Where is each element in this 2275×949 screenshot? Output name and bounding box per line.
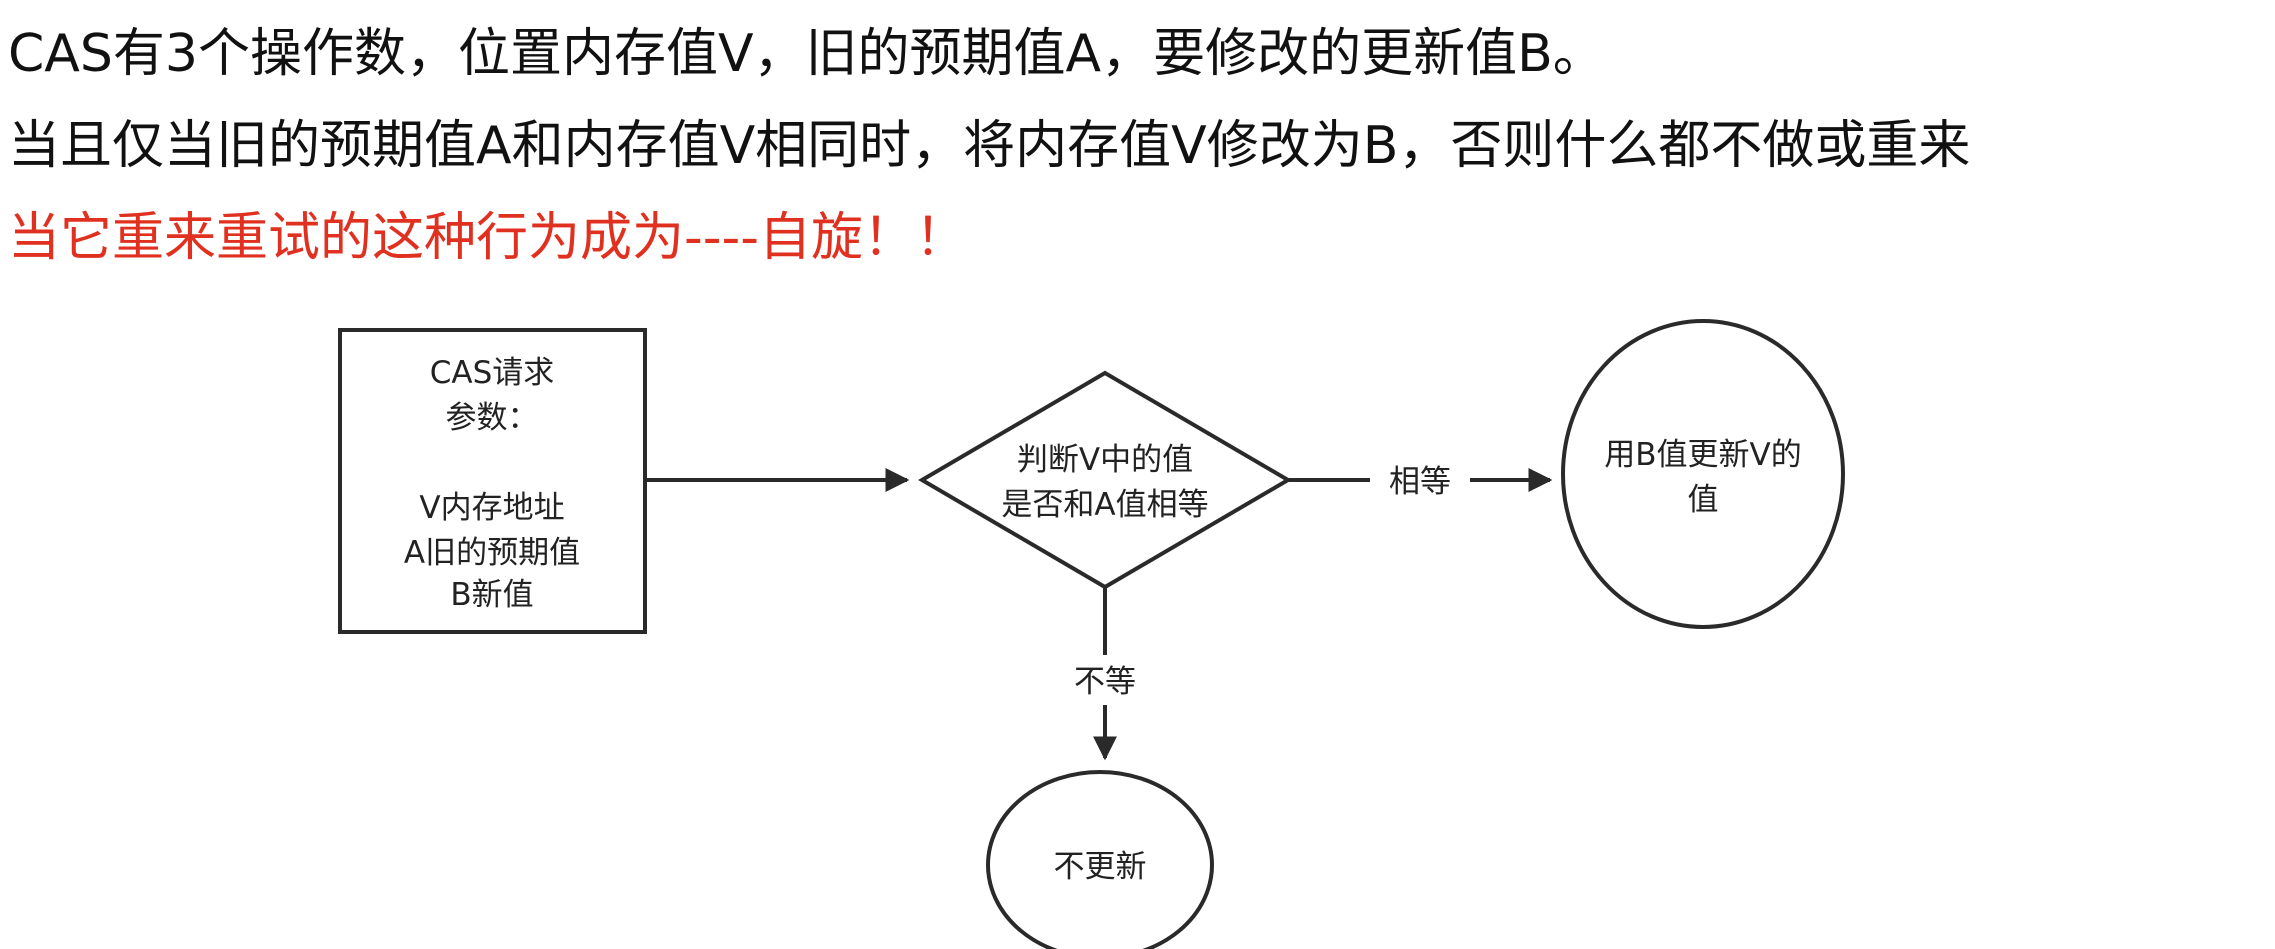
edge-equal-label: 相等 bbox=[1389, 464, 1451, 500]
request-params-line-4: V内存地址 bbox=[419, 490, 564, 526]
edge-not-equal-label: 不等 bbox=[1074, 664, 1136, 700]
request-params-line-6: B新值 bbox=[450, 577, 533, 613]
request-params-node: CAS请求 参数： V内存地址 A旧的预期值 B新值 bbox=[338, 328, 647, 634]
decision-node: 判断V中的值 是否和A值相等 bbox=[918, 370, 1292, 590]
update-node: 用B值更新V的 值 bbox=[1561, 319, 1845, 629]
request-params-line-5: A旧的预期值 bbox=[404, 535, 580, 571]
cas-condition-line: 当且仅当旧的预期值A和内存值V相同时，将内存值V修改为B，否则什么都不做或重来 bbox=[8, 116, 1971, 176]
update-line-1: 用B值更新V的 bbox=[1604, 437, 1801, 473]
no-update-ellipse bbox=[986, 770, 1214, 949]
no-update-node: 不更新 bbox=[986, 770, 1214, 949]
update-ellipse bbox=[1561, 319, 1845, 629]
edge-not-equal-label-bg bbox=[1060, 655, 1152, 705]
cas-operands-line: CAS有3个操作数，位置内存值V，旧的预期值A，要修改的更新值B。 bbox=[8, 24, 1605, 84]
request-params-line-2: 参数： bbox=[446, 400, 539, 436]
decision-line-2: 是否和A值相等 bbox=[1001, 487, 1208, 523]
no-update-line-1: 不更新 bbox=[1054, 849, 1147, 885]
edge-equal-label-bg bbox=[1372, 455, 1468, 505]
decision-diamond bbox=[918, 370, 1292, 590]
update-line-2: 值 bbox=[1688, 482, 1719, 518]
decision-line-1: 判断V中的值 bbox=[1017, 442, 1193, 478]
spin-definition-line: 当它重来重试的这种行为成为----自旋！！ bbox=[8, 208, 968, 268]
request-params-line-1: CAS请求 bbox=[430, 355, 555, 391]
description-text: CAS有3个操作数，位置内存值V，旧的预期值A，要修改的更新值B。 当且仅当旧的… bbox=[8, 8, 2268, 284]
